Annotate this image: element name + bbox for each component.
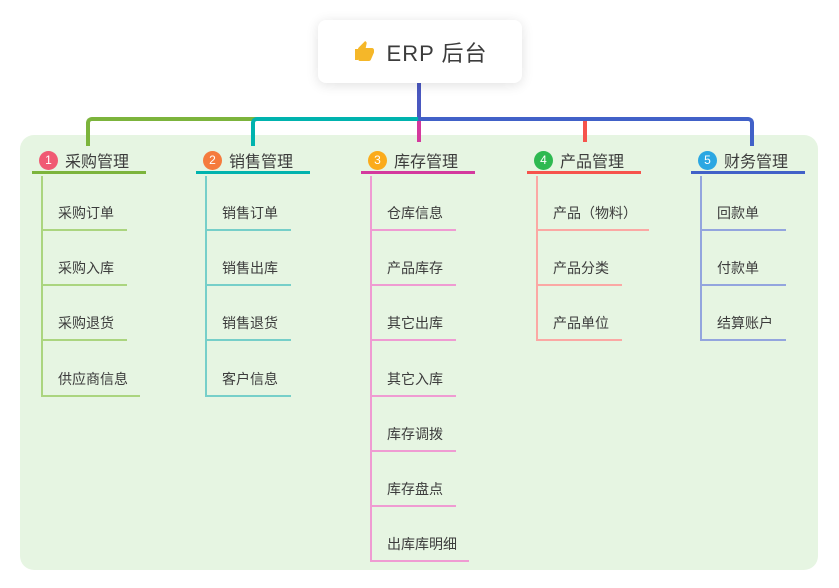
child-node[interactable]: 客户信息: [205, 365, 291, 397]
child-node[interactable]: 库存调拨: [370, 420, 456, 452]
branch-number-badge: 1: [39, 150, 58, 170]
branch-node-5[interactable]: 5 财务管理: [691, 149, 805, 174]
branch-node-label: 产品管理: [560, 154, 625, 171]
branch-node-label: 库存管理: [394, 154, 459, 171]
thumbs-up-icon: [353, 40, 377, 64]
branch-node-label: 采购管理: [65, 154, 130, 171]
child-node[interactable]: 销售订单: [205, 199, 291, 231]
child-node[interactable]: 库存盘点: [370, 475, 456, 507]
root-node[interactable]: ERP 后台: [318, 20, 522, 83]
branch-node-label: 销售管理: [229, 154, 294, 171]
branch-children-connector-line: [536, 176, 538, 341]
child-node[interactable]: 销售退货: [205, 309, 291, 341]
child-node[interactable]: 采购订单: [41, 199, 127, 231]
branch-node-2[interactable]: 2 销售管理: [196, 149, 310, 174]
branch-node-3[interactable]: 3 库存管理: [361, 149, 475, 174]
child-node[interactable]: 产品库存: [370, 254, 456, 286]
branch-number-badge: 4: [534, 150, 553, 170]
branch-children-connector-line: [370, 176, 372, 562]
root-node-label: ERP 后台: [386, 40, 488, 66]
child-node[interactable]: 付款单: [700, 254, 786, 286]
branch-node-1[interactable]: 1 采购管理: [32, 149, 146, 174]
branch-5-connector-line: [418, 117, 754, 146]
child-node[interactable]: 产品单位: [536, 309, 622, 341]
child-node[interactable]: 供应商信息: [41, 365, 140, 397]
child-node[interactable]: 产品分类: [536, 254, 622, 286]
root-connector-line: [417, 83, 421, 119]
child-node[interactable]: 采购入库: [41, 254, 127, 286]
child-node[interactable]: 仓库信息: [370, 199, 456, 231]
branch-children-connector-line: [41, 176, 43, 397]
branch-number-badge: 2: [203, 150, 222, 170]
branch-children-connector-line: [700, 176, 702, 341]
branch-number-badge: 5: [698, 150, 717, 170]
child-node[interactable]: 其它入库: [370, 365, 456, 397]
child-node[interactable]: 结算账户: [700, 309, 786, 341]
child-node[interactable]: 出库库明细: [370, 530, 469, 562]
child-node[interactable]: 回款单: [700, 199, 786, 231]
branch-number-badge: 3: [368, 150, 387, 170]
branch-children-connector-line: [205, 176, 207, 397]
branch-1-connector-line: [86, 117, 257, 146]
child-node[interactable]: 销售出库: [205, 254, 291, 286]
branch-4-connector-line: [583, 121, 587, 142]
child-node[interactable]: 其它出库: [370, 309, 456, 341]
branch-node-label: 财务管理: [724, 154, 789, 171]
branch-2-connector-line: [251, 117, 422, 146]
branches-panel-background: [20, 135, 818, 570]
branch-3-connector-line: [417, 121, 421, 142]
child-node[interactable]: 采购退货: [41, 309, 127, 341]
child-node[interactable]: 产品（物料）: [536, 199, 649, 231]
branch-node-4[interactable]: 4 产品管理: [527, 149, 641, 174]
